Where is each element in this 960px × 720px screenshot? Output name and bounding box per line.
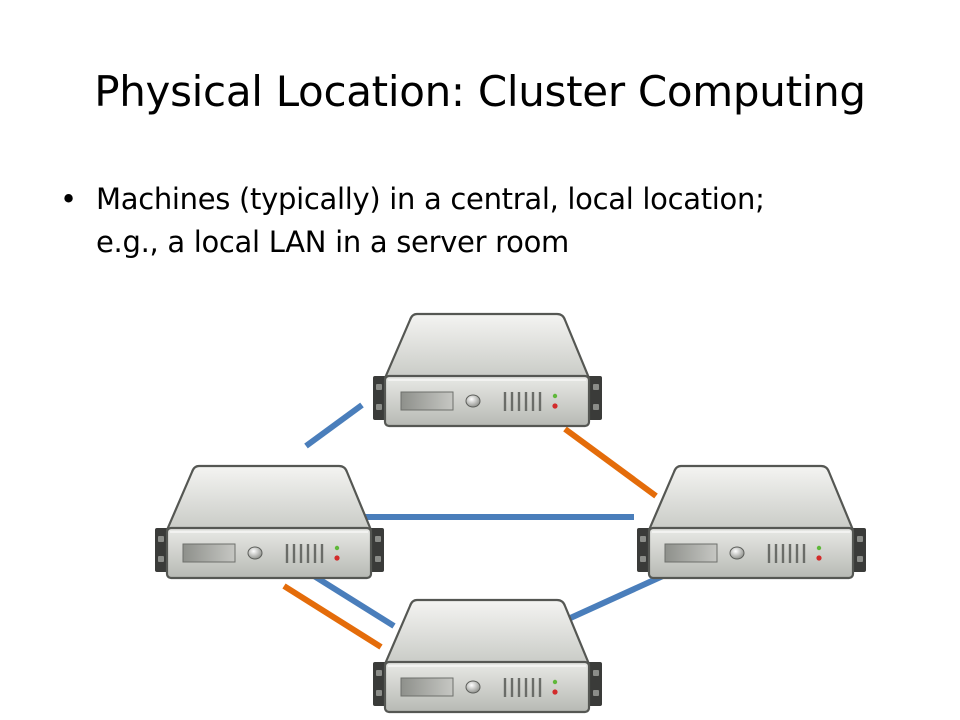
server-left <box>153 464 386 580</box>
link-left-top <box>304 402 364 449</box>
server-right <box>635 464 868 580</box>
link-left-bottom-orange <box>282 583 383 650</box>
server-top <box>371 312 604 428</box>
link-right-bottom <box>553 572 667 628</box>
bullet-text: Machines (typically) in a central, local… <box>96 182 765 259</box>
link-top-right <box>563 426 658 499</box>
link-left-bottom-blue <box>312 573 396 629</box>
server-bottom <box>371 598 604 714</box>
slide-title: Physical Location: Cluster Computing <box>94 67 866 116</box>
bullet-item: • Machines (typically) in a central, loc… <box>60 178 920 264</box>
bullet-list: • Machines (typically) in a central, loc… <box>60 178 920 264</box>
bullet-dot-icon: • <box>60 182 77 216</box>
